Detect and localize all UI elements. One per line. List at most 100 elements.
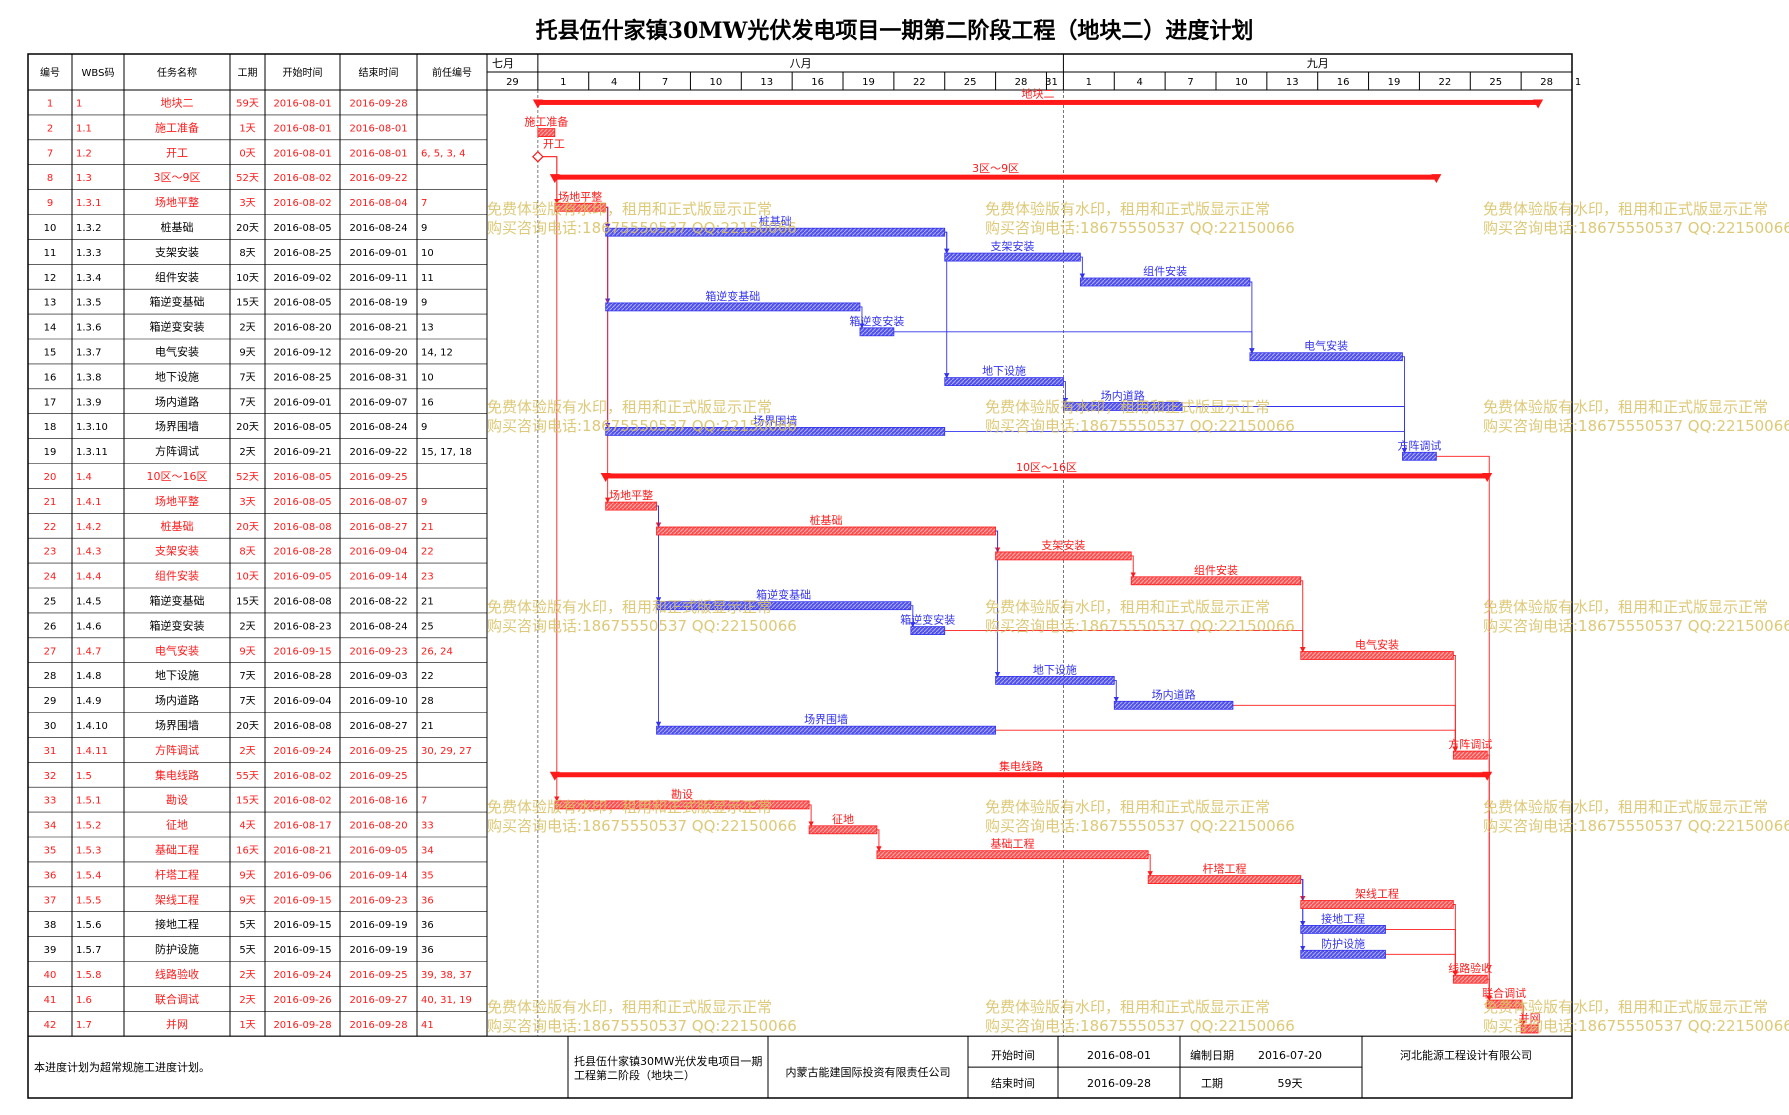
cell-predecessor: 10 [421, 372, 434, 383]
day-tick-label: 19 [862, 77, 875, 88]
task-bar [605, 501, 657, 511]
cell-duration: 2天 [239, 995, 255, 1006]
column-header: 任务名称 [157, 66, 197, 79]
task-bar [1300, 900, 1454, 909]
cell-duration: 5天 [239, 920, 255, 931]
cell-predecessor: 41 [421, 1020, 434, 1031]
cell-duration: 7天 [239, 372, 255, 383]
cell-name: 场地平整 [155, 494, 199, 508]
cell-name: 电气安装 [155, 344, 199, 358]
cell-wbs: 1.4.6 [76, 621, 101, 632]
bar-label: 组件安装 [1143, 264, 1187, 278]
dependency-link [876, 829, 882, 852]
cell-duration: 7天 [239, 397, 255, 408]
cell-wbs: 1.7 [76, 1020, 92, 1031]
footer-info: 本进度计划为超常规施工进度计划。托县伍什家镇30MW光伏发电项目一期工程第二阶段… [28, 1035, 1572, 1098]
cell-end: 2016-09-23 [349, 646, 407, 657]
cell-predecessor: 39, 38, 37 [421, 970, 472, 981]
cell-start: 2016-09-02 [273, 273, 331, 284]
footer-project-line2: 工程第二阶段（地块二） [574, 1068, 695, 1082]
cell-name: 箱逆变基础 [150, 593, 205, 607]
task-bar [656, 526, 996, 536]
bar-label: 地下设施 [1033, 663, 1077, 676]
cell-duration: 15天 [236, 596, 259, 607]
bar-label: 箱逆变基础 [756, 588, 811, 602]
column-header: 编号 [40, 66, 60, 79]
cell-wbs: 1.4.5 [76, 596, 101, 607]
cell-name: 组件安装 [155, 569, 199, 583]
cell-duration: 20天 [236, 223, 259, 234]
cell-start: 2016-08-05 [273, 472, 331, 483]
day-tick-label: 16 [811, 77, 824, 88]
dependency-link [944, 630, 1306, 653]
bar-label: 地块二 [1021, 87, 1054, 100]
day-tick-label: 4 [611, 77, 617, 88]
task-bar [995, 675, 1115, 685]
cell-duration: 8天 [239, 248, 255, 259]
day-tick-label: 28 [1540, 77, 1553, 88]
cell-start: 2016-09-01 [273, 397, 331, 408]
cell-predecessor: 22 [421, 671, 434, 682]
bar-label: 3区～9区 [972, 162, 1019, 175]
cell-start: 2016-08-08 [273, 721, 331, 732]
cell-end: 2016-09-14 [349, 572, 407, 583]
task-bar [944, 377, 1064, 386]
cell-duration: 2天 [239, 746, 255, 757]
cell-duration: 9天 [239, 347, 255, 358]
cell-id: 27 [44, 646, 57, 657]
cell-name: 地块二 [161, 96, 194, 109]
cell-duration: 9天 [239, 870, 255, 881]
task-bar [656, 601, 912, 611]
day-tick-label: 13 [1286, 77, 1299, 88]
cell-start: 2016-09-26 [273, 995, 331, 1006]
cell-start: 2016-08-25 [273, 372, 331, 383]
bar-label: 地下设施 [982, 365, 1026, 378]
cell-end: 2016-08-07 [349, 497, 407, 508]
cell-name: 组件安装 [155, 270, 199, 284]
column-header: 前任编号 [432, 66, 472, 79]
cell-id: 22 [44, 522, 57, 533]
cell-name: 基础工程 [155, 843, 199, 856]
cell-name: 方阵调试 [155, 444, 199, 458]
outer-frame [27, 53, 1573, 1099]
cell-name: 杆塔工程 [155, 867, 199, 881]
cell-start: 2016-08-02 [273, 198, 331, 209]
cell-name: 场内道路 [155, 394, 199, 408]
cell-wbs: 1.5.4 [76, 870, 101, 881]
cell-predecessor: 21 [421, 596, 434, 607]
cell-wbs: 1.4 [76, 472, 92, 483]
task-bar [537, 128, 556, 137]
cell-predecessor: 36 [421, 945, 434, 956]
bar-label: 开工 [543, 138, 565, 151]
cell-end: 2016-09-05 [349, 845, 407, 856]
cell-start: 2016-08-05 [273, 223, 331, 234]
cell-wbs: 1.5.1 [76, 796, 101, 807]
cell-name: 场界围墙 [155, 419, 199, 433]
cell-start: 2016-09-28 [273, 1020, 331, 1031]
task-bar [1249, 352, 1403, 362]
cell-end: 2016-08-31 [349, 372, 407, 383]
day-tick-label: 1 [1086, 77, 1092, 88]
cell-end: 2016-09-25 [349, 746, 407, 757]
task-bar [876, 850, 1149, 860]
bar-label: 场地平整 [609, 488, 653, 502]
cell-start: 2016-08-01 [273, 98, 331, 109]
cell-start: 2016-08-05 [273, 497, 331, 508]
cell-start: 2016-08-05 [273, 422, 331, 433]
cell-id: 18 [44, 422, 57, 433]
cell-wbs: 1.5.3 [76, 845, 101, 856]
bar-label: 场内道路 [1152, 687, 1196, 701]
cell-start: 2016-09-04 [273, 696, 331, 707]
task-bar [944, 252, 1081, 262]
bar-label: 支架安装 [1041, 538, 1085, 552]
cell-end: 2016-08-19 [349, 298, 407, 309]
cell-start: 2016-09-24 [273, 746, 331, 757]
cell-id: 39 [44, 945, 57, 956]
dependency-link [1452, 655, 1459, 752]
dependency-link [893, 331, 1255, 354]
cell-predecessor: 40, 31, 19 [421, 995, 472, 1006]
bar-label: 场界围墙 [804, 712, 848, 726]
cell-predecessor: 21 [421, 522, 434, 533]
cell-id: 24 [44, 572, 57, 583]
day-tick-label: 28 [1015, 77, 1028, 88]
